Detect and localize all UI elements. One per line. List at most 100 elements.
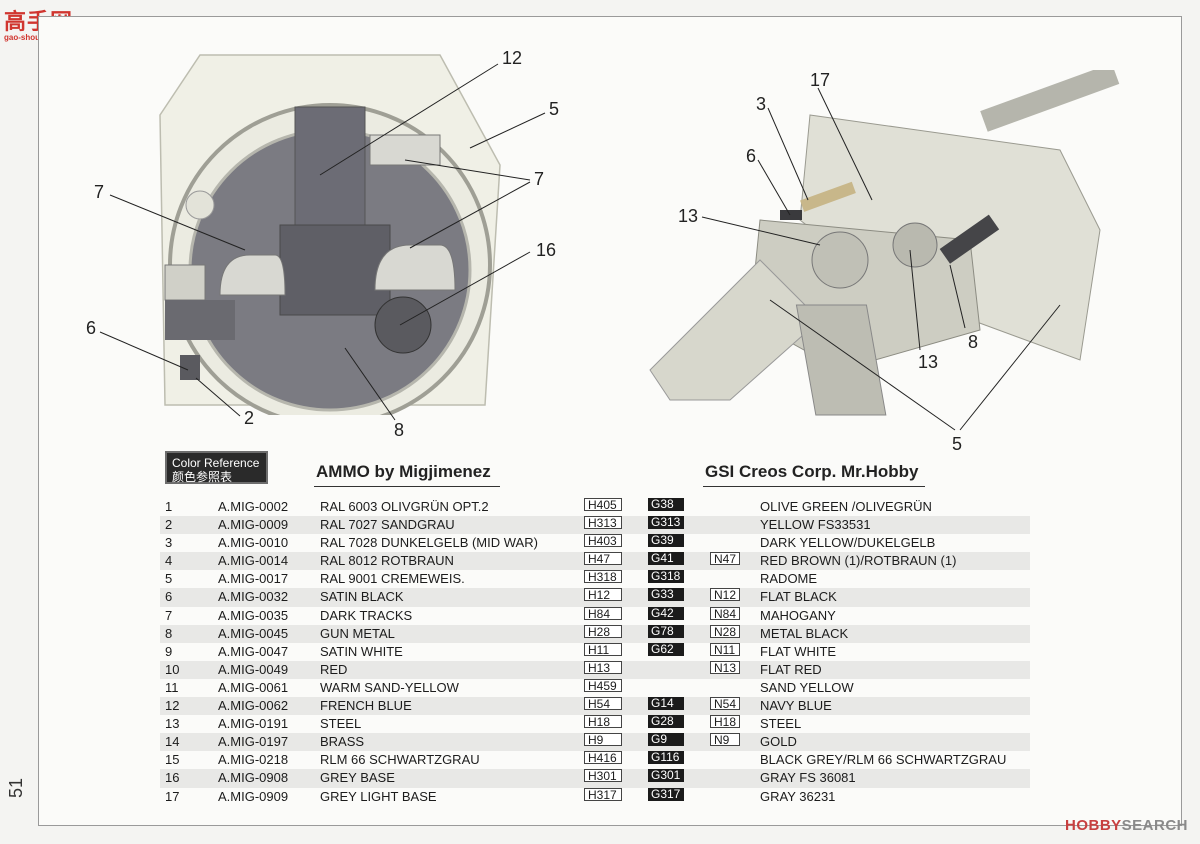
watermark-search-text: SEARCH xyxy=(1121,817,1188,834)
color-reference-label: Color Reference 颜色参照表 xyxy=(165,451,268,484)
callout-5-left: 5 xyxy=(549,99,560,119)
vision-block-right xyxy=(374,244,456,291)
legend-chinese: 颜色参照表 xyxy=(172,470,233,484)
ammo-color-name: RED xyxy=(320,661,348,677)
acrysion-code: N84 xyxy=(710,606,740,620)
creos-color-name: OLIVE GREEN /OLIVEGRÜN xyxy=(760,499,932,514)
creos-header: GSI Creos Corp. Mr.Hobby xyxy=(705,462,919,481)
small-part xyxy=(180,355,200,380)
callout-3: 3 xyxy=(756,94,767,114)
ammo-code: A.MIG-0909 xyxy=(218,788,289,804)
hobby-aqueous-code: H18 xyxy=(584,715,622,729)
ammo-color-name: BRASS xyxy=(320,734,365,750)
color-number: 11 xyxy=(165,679,179,695)
hobby-aqueous-code: H9 xyxy=(584,733,622,747)
traverse-wheel xyxy=(374,296,432,354)
ammo-color-name: WARM SAND-YELLOW xyxy=(320,679,459,695)
color-number: 15 xyxy=(165,752,180,768)
creos-color-name: YELLOW FS33531 xyxy=(760,517,871,533)
ammo-color-name: RAL 8012 ROTBRAUN xyxy=(320,553,454,569)
mr-color-code: G116 xyxy=(648,751,684,765)
callout-7-left: 7 xyxy=(94,182,105,202)
acrysion-code: N47 xyxy=(710,552,740,566)
ammo-code: A.MIG-0062 xyxy=(218,698,289,714)
watermark-subtitle: gao-shou.com xyxy=(4,33,59,42)
color-number: 4 xyxy=(165,553,173,569)
ammo-code: A.MIG-0045 xyxy=(218,625,289,641)
creos-color-name: RADOME xyxy=(760,571,818,587)
hobby-aqueous-code: H12 xyxy=(584,588,622,602)
creos-color-name: RED BROWN (1)/ROTBRAUN (1) xyxy=(760,553,957,569)
mr-color-code: G313 xyxy=(648,516,684,530)
dark-lever xyxy=(780,210,802,220)
ammo-code: A.MIG-0032 xyxy=(218,589,289,605)
creos-color-name: FLAT BLACK xyxy=(760,589,837,605)
ammo-code: A.MIG-0218 xyxy=(218,752,289,768)
ammo-color-name: GREY LIGHT BASE xyxy=(320,788,437,804)
ammo-header-underline xyxy=(314,486,500,487)
ammo-color-name: STEEL xyxy=(320,716,362,732)
mr-color-code: G39 xyxy=(648,534,684,548)
mr-color-code: G78 xyxy=(648,624,684,638)
ammo-code: A.MIG-0908 xyxy=(218,770,289,786)
ammo-color-name: RLM 66 SCHWARTZGRAU xyxy=(320,752,480,768)
hobby-aqueous-code: H403 xyxy=(584,534,622,548)
ammo-color-name: SATIN WHITE xyxy=(320,643,403,659)
brass-part xyxy=(800,181,856,212)
ammo-color-name: FRENCH BLUE xyxy=(320,698,412,714)
color-number: 10 xyxy=(165,661,180,677)
ammo-color-name: GREY BASE xyxy=(320,770,395,786)
ammo-header: AMMO by Migjimenez xyxy=(316,462,491,481)
callout-12: 12 xyxy=(502,48,523,68)
hobby-aqueous-code: H313 xyxy=(584,516,622,530)
acrysion-code: N11 xyxy=(710,642,740,656)
creos-header-underline xyxy=(703,486,925,487)
watermark-logo-text: HOBBY xyxy=(1064,817,1122,834)
turret-interior-illustration xyxy=(159,54,501,415)
side-box xyxy=(164,264,206,301)
mr-color-code: G41 xyxy=(648,552,684,566)
ammo-code: A.MIG-0014 xyxy=(218,553,289,569)
acrysion-code: H18 xyxy=(710,715,740,729)
acrysion-code: N28 xyxy=(710,624,740,638)
hobby-aqueous-code: H54 xyxy=(584,697,622,711)
creos-color-name: SAND YELLOW xyxy=(760,679,854,695)
legend-english: Color Reference xyxy=(172,456,260,470)
mr-color-code: G301 xyxy=(648,769,684,783)
creos-color-name: FLAT WHITE xyxy=(760,643,837,659)
creos-color-name: BLACK GREY/RLM 66 SCHWARTZGRAU xyxy=(760,752,1007,768)
ammo-code: A.MIG-0035 xyxy=(218,607,289,623)
color-number: 12 xyxy=(165,698,180,714)
gun-block xyxy=(279,224,391,316)
ammo-code: A.MIG-0191 xyxy=(218,716,289,732)
mr-color-code: G318 xyxy=(648,570,684,584)
callout-6-right: 6 xyxy=(746,146,757,166)
color-number: 9 xyxy=(165,643,173,659)
gun-barrel xyxy=(980,70,1120,132)
ammo-color-name: GUN METAL xyxy=(320,625,395,641)
ammo-code: A.MIG-0010 xyxy=(218,535,289,551)
hobby-aqueous-code: H301 xyxy=(584,769,622,783)
hobby-aqueous-code: H47 xyxy=(584,552,622,566)
ammo-color-name: RAL 7028 DUNKELGELB (MID WAR) xyxy=(320,535,538,551)
creos-color-name: METAL BLACK xyxy=(760,625,849,641)
hobby-aqueous-code: H317 xyxy=(584,787,622,801)
color-number: 6 xyxy=(165,589,173,605)
acrysion-code: N54 xyxy=(710,697,740,711)
callout-13-left: 13 xyxy=(678,206,699,226)
ammo-code: A.MIG-0017 xyxy=(218,571,289,587)
hobby-aqueous-code: H416 xyxy=(584,751,622,765)
callout-7-right: 7 xyxy=(534,169,545,189)
floor-plate xyxy=(649,259,821,401)
color-number: 16 xyxy=(165,770,180,786)
color-number: 8 xyxy=(165,625,173,641)
hobby-aqueous-code: H318 xyxy=(584,570,622,584)
